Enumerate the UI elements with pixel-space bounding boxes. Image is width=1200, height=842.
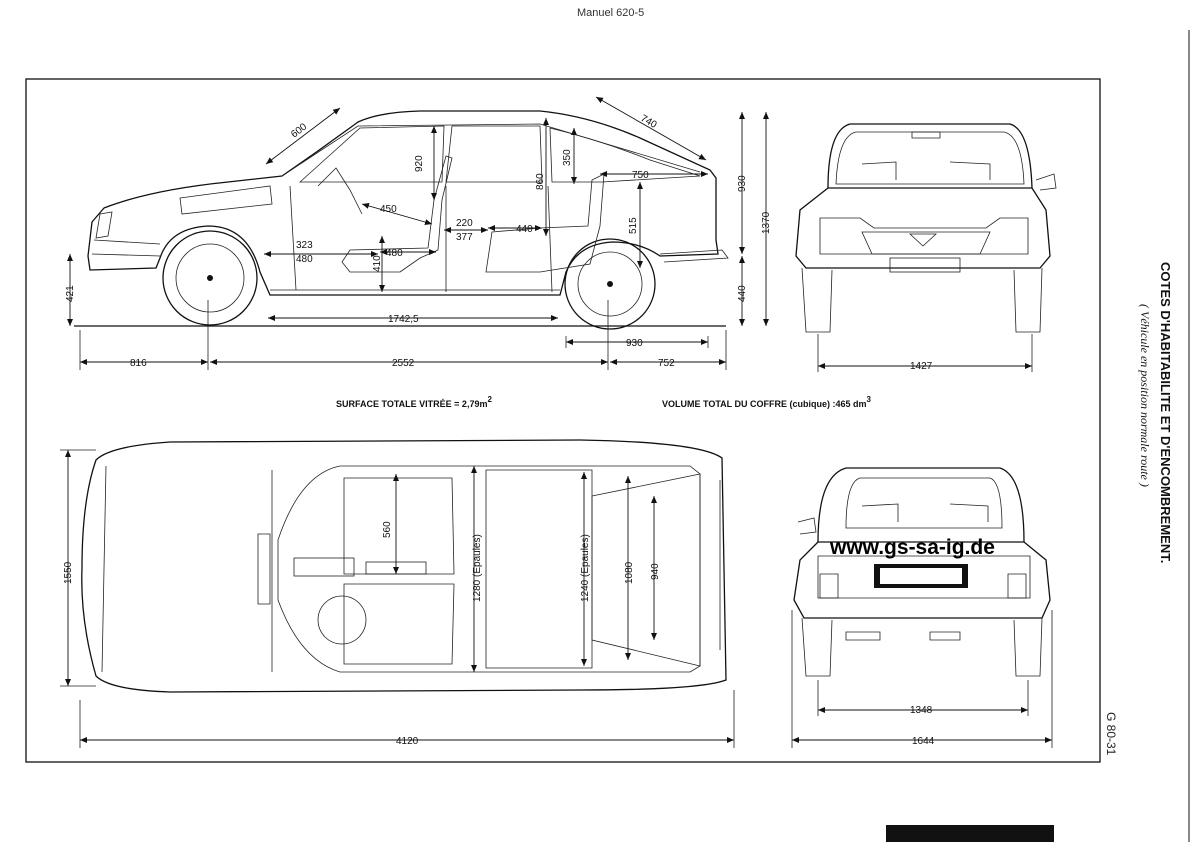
dim-rear-overhang-part: 930 <box>626 338 643 349</box>
dim-cushion-length: 480 <box>296 254 313 265</box>
dim-windscreen: 600 <box>289 121 309 140</box>
front-view <box>795 123 1057 333</box>
dim-rear-legroom: 440 <box>516 224 533 235</box>
dim-seat-width: 560 <box>382 521 393 538</box>
dim-roof-height: 930 <box>737 175 748 192</box>
drawing-frame <box>25 78 1101 763</box>
dim-knee-room-b: 377 <box>456 232 473 243</box>
manual-reference: Manuel 620-5 <box>577 7 644 19</box>
side-body-outline <box>87 110 719 296</box>
top-view <box>81 439 727 693</box>
rear-plate-face <box>880 568 962 584</box>
dim-front-track: 1427 <box>910 361 933 372</box>
dim-seat-offset: 323 <box>296 240 313 251</box>
front-side-window <box>298 125 445 183</box>
front-body <box>795 187 1051 269</box>
interior-mirror <box>911 131 941 139</box>
rear-wheel-rim <box>577 251 643 317</box>
front-seat-left <box>343 477 455 575</box>
rear-side-window <box>445 125 543 183</box>
dim-seat-track: 480 <box>386 248 403 259</box>
side-dimension-lines <box>67 96 769 370</box>
rear-headrests <box>861 503 989 522</box>
section-subtitle: ( Véhicule en position normale route ) <box>1138 304 1152 487</box>
rear-dimension-lines <box>791 610 1053 748</box>
rear-roof-outline <box>817 467 1025 543</box>
glasshouse-outline <box>277 465 701 673</box>
door-seams <box>289 185 553 293</box>
side-view <box>74 110 729 330</box>
dim-overall-height: 1370 <box>761 211 772 234</box>
top-dimension-lines <box>60 449 735 748</box>
dim-front-height: 421 <box>65 285 76 302</box>
rear-tyres <box>801 617 1043 677</box>
dim-cabin-length: 1742,5 <box>388 314 419 325</box>
front-grille <box>861 231 991 255</box>
rear-wheel <box>564 238 656 330</box>
rear-bumper <box>659 249 729 263</box>
dim-rear-overhang: 752 <box>658 358 675 369</box>
dim-front-overhang: 816 <box>130 358 147 369</box>
headlamp <box>95 211 113 239</box>
bonnet-intake <box>179 185 273 215</box>
front-tyres <box>801 267 1043 333</box>
section-title: COTES D'HABITABILITE ET D'ENCOMBREMENT. <box>1158 262 1173 563</box>
dim-rear-glass-height: 350 <box>562 149 573 166</box>
dim-rear-track: 1348 <box>910 705 933 716</box>
top-body-outline <box>81 439 727 693</box>
website-watermark: www.gs-sa-ig.de <box>829 536 995 559</box>
front-wheel-hub <box>207 275 213 281</box>
front-wheel <box>162 230 258 326</box>
dim-front-shoulder: 1280 (Epaules) <box>472 534 483 602</box>
rear-door-mirror <box>797 517 817 535</box>
dim-boot-width-a: 1080 <box>624 561 635 584</box>
bonnet-vents <box>257 533 271 605</box>
dim-sill-height: 440 <box>737 285 748 302</box>
rear-window <box>845 477 1003 529</box>
rear-lamps <box>819 573 1027 599</box>
steering-wheel <box>317 167 363 215</box>
exhaust-components <box>845 631 961 641</box>
front-bumper <box>91 239 161 257</box>
rear-bench <box>485 469 593 669</box>
bumper-lines <box>101 465 721 673</box>
dim-overall-width: 1644 <box>912 736 935 747</box>
dim-rear-shoulder: 1240 (Epaules) <box>580 534 591 602</box>
black-bar <box>886 825 1054 842</box>
dim-rear-window: 740 <box>639 113 659 131</box>
door-mirror <box>1035 173 1057 191</box>
dim-boot-depth: 515 <box>628 217 639 234</box>
rear-view <box>793 467 1051 677</box>
rear-panel <box>817 555 1031 599</box>
dashboard-cluster <box>293 557 355 577</box>
front-wheel-rim <box>175 243 245 313</box>
dim-overall-length: 4120 <box>396 736 419 747</box>
drawing-reference: G 80-31 <box>1104 712 1118 756</box>
glass-area-caption: SURFACE TOTALE VITRÉE = 2,79m2 <box>336 395 492 409</box>
front-number-plate <box>889 257 961 273</box>
boot-volume-caption: VOLUME TOTAL DU COFFRE (cubique) :465 dm… <box>662 395 872 409</box>
dim-seat-depth: 450 <box>380 204 397 215</box>
dim-front-headroom: 920 <box>414 155 425 172</box>
front-seat-right <box>343 583 455 665</box>
dim-rear-headroom: 860 <box>535 173 546 190</box>
front-roof-outline <box>827 123 1033 189</box>
brand-chevrons <box>908 233 938 247</box>
dim-boot-width-b: 940 <box>650 563 661 580</box>
boot-floor <box>591 473 701 667</box>
dim-top-width: 1550 <box>63 561 74 584</box>
windscreen <box>835 131 1025 185</box>
dim-boot-length: 750 <box>632 170 649 181</box>
steering-wheel-top <box>317 595 367 645</box>
dim-wheelbase: 2552 <box>392 358 415 369</box>
dim-knee-room-a: 220 <box>456 218 473 229</box>
front-fascia <box>819 217 1029 255</box>
dim-seat-height: 410 <box>372 255 383 272</box>
front-dimension-lines <box>817 334 1033 372</box>
front-headrests <box>861 161 991 180</box>
rear-wheel-hub <box>607 281 613 287</box>
